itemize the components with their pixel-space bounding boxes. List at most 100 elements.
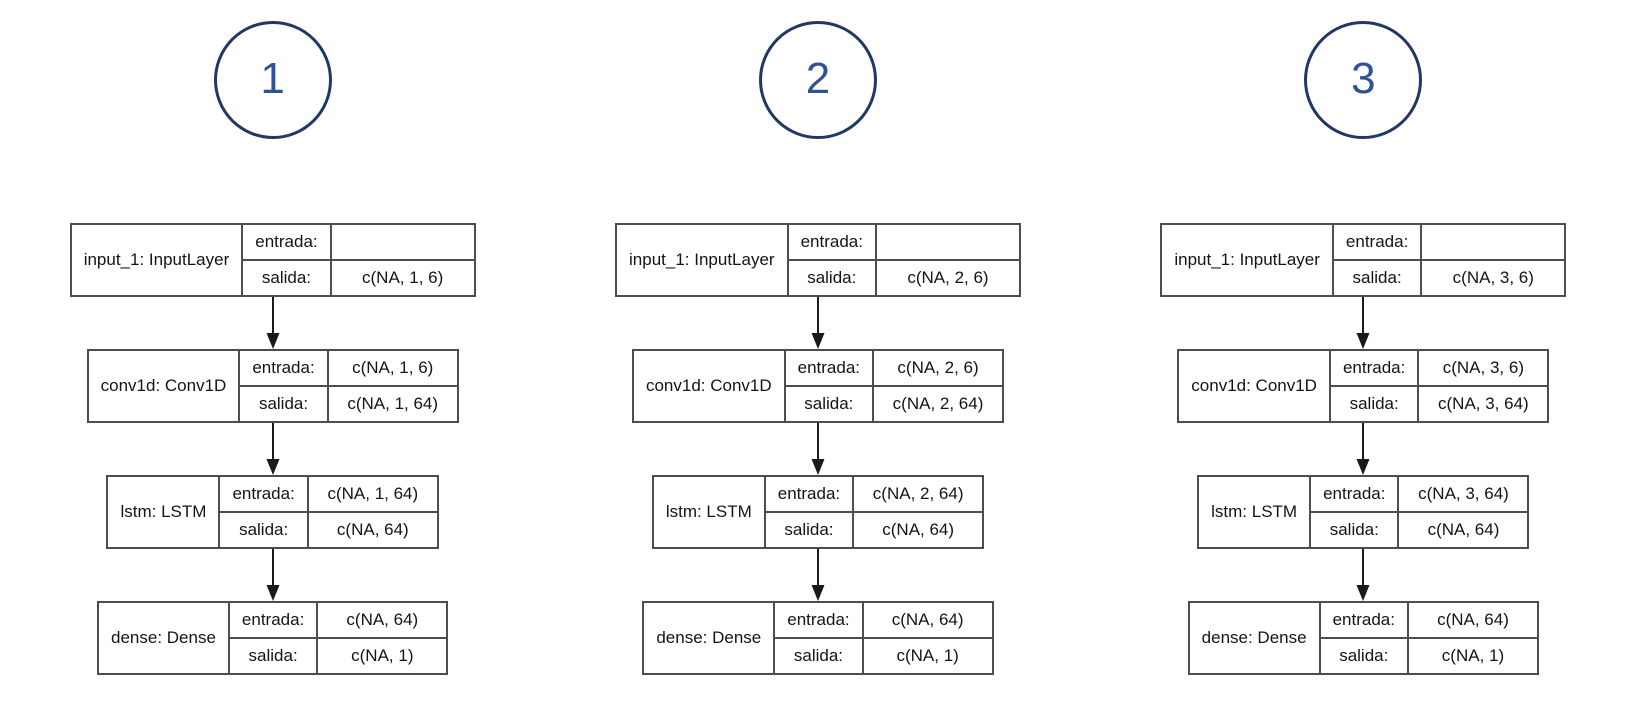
- flow-arrow-icon: [266, 423, 280, 475]
- flow-arrow-icon: [811, 297, 825, 349]
- layer-name-cell: input_1: InputLayer: [615, 223, 789, 297]
- table-row: lstm: LSTM entrada: c(NA, 1, 64): [106, 475, 439, 549]
- table-row: salida: c(NA, 1): [643, 637, 994, 675]
- table-row: input_1: InputLayer entrada:: [1160, 223, 1567, 297]
- salida-label-cell: salida:: [773, 637, 864, 675]
- entrada-label-cell: entrada:: [783, 349, 875, 387]
- layer-node-table: dense: Dense entrada: c(NA, 64) salida: …: [1187, 601, 1539, 675]
- step-number: 3: [1351, 54, 1376, 103]
- entrada-value-cell: c(NA, 3, 64): [1397, 475, 1530, 513]
- salida-value-cell: c(NA, 1): [1406, 637, 1539, 675]
- salida-label-cell: salida:: [1309, 511, 1400, 549]
- layer-node-table: conv1d: Conv1D entrada: c(NA, 1, 6) sali…: [86, 349, 459, 423]
- layer-node-table: lstm: LSTM entrada: c(NA, 3, 64) salida:…: [1197, 475, 1530, 549]
- entrada-value-cell: c(NA, 2, 64): [852, 475, 985, 513]
- salida-label-cell: salida:: [241, 259, 332, 297]
- layer-node-table: lstm: LSTM entrada: c(NA, 1, 64) salida:…: [106, 475, 439, 549]
- entrada-value-cell: c(NA, 64): [316, 601, 449, 639]
- salida-label-cell: salida:: [218, 511, 309, 549]
- flow-arrow-icon: [1356, 297, 1370, 349]
- layer-name-cell: conv1d: Conv1D: [86, 349, 241, 423]
- model-diagram-column: 2 input_1: InputLayer entrada: salida: c…: [545, 0, 1090, 721]
- table-row: dense: Dense entrada: c(NA, 64): [1187, 601, 1539, 675]
- layer-node-table: input_1: InputLayer entrada: salida: c(N…: [1160, 223, 1567, 297]
- table-row: salida: c(NA, 2, 6): [616, 259, 1021, 297]
- table-row: dense: Dense entrada: c(NA, 64): [642, 601, 994, 675]
- table-row: salida: c(NA, 64): [107, 511, 439, 549]
- entrada-value-cell: c(NA, 3, 6): [1417, 349, 1550, 387]
- entrada-value-cell: [874, 223, 1021, 261]
- entrada-value-cell: c(NA, 1, 64): [306, 475, 439, 513]
- flow-arrow-icon: [811, 423, 825, 475]
- entrada-label-cell: entrada:: [227, 601, 319, 639]
- salida-label-cell: salida:: [1328, 385, 1420, 423]
- table-row: lstm: LSTM entrada: c(NA, 2, 64): [651, 475, 985, 549]
- entrada-value-cell: c(NA, 64): [861, 601, 994, 639]
- salida-value-cell: c(NA, 2, 6): [874, 259, 1021, 297]
- layer-node-table: conv1d: Conv1D entrada: c(NA, 3, 6) sali…: [1177, 349, 1550, 423]
- entrada-value-cell: c(NA, 1, 6): [326, 349, 459, 387]
- entrada-value-cell: [329, 223, 476, 261]
- entrada-value-cell: c(NA, 2, 6): [872, 349, 1005, 387]
- layer-name-cell: lstm: LSTM: [651, 475, 766, 549]
- table-row: input_1: InputLayer entrada:: [69, 223, 476, 297]
- layer-stack: input_1: InputLayer entrada: salida: c(N…: [1160, 223, 1567, 675]
- salida-value-cell: c(NA, 2, 64): [872, 385, 1005, 423]
- step-number: 2: [805, 54, 831, 103]
- entrada-label-cell: entrada:: [1309, 475, 1400, 513]
- table-row: input_1: InputLayer entrada:: [615, 223, 1021, 297]
- table-row: conv1d: Conv1D entrada: c(NA, 1, 6): [86, 349, 459, 423]
- flow-arrow-icon: [266, 549, 280, 601]
- step-number: 1: [260, 54, 285, 103]
- salida-value-cell: c(NA, 1, 64): [326, 385, 459, 423]
- salida-value-cell: c(NA, 64): [852, 511, 985, 549]
- table-row: dense: Dense entrada: c(NA, 64): [97, 601, 449, 675]
- salida-label-cell: salida:: [1331, 259, 1423, 297]
- layer-name-cell: input_1: InputLayer: [69, 223, 244, 297]
- salida-label-cell: salida:: [238, 385, 329, 423]
- layer-name-cell: lstm: LSTM: [106, 475, 221, 549]
- entrada-label-cell: entrada:: [773, 601, 864, 639]
- table-row: salida: c(NA, 1): [98, 637, 449, 675]
- table-row: conv1d: Conv1D entrada: c(NA, 2, 6): [631, 349, 1005, 423]
- layer-name-cell: conv1d: Conv1D: [631, 349, 786, 423]
- step-badge-circle: 2: [758, 21, 877, 139]
- salida-value-cell: c(NA, 1): [861, 637, 994, 675]
- layer-node-table: lstm: LSTM entrada: c(NA, 2, 64) salida:…: [651, 475, 985, 549]
- table-row: salida: c(NA, 2, 64): [633, 385, 1005, 423]
- salida-value-cell: c(NA, 1): [316, 637, 449, 675]
- flow-arrow-icon: [811, 549, 825, 601]
- salida-value-cell: c(NA, 3, 64): [1417, 385, 1550, 423]
- layer-node-table: dense: Dense entrada: c(NA, 64) salida: …: [97, 601, 449, 675]
- entrada-value-cell: c(NA, 64): [1406, 601, 1539, 639]
- table-row: salida: c(NA, 1, 64): [88, 385, 459, 423]
- layer-name-cell: input_1: InputLayer: [1160, 223, 1334, 297]
- salida-label-cell: salida:: [786, 259, 877, 297]
- entrada-label-cell: entrada:: [1328, 349, 1420, 387]
- table-row: lstm: LSTM entrada: c(NA, 3, 64): [1197, 475, 1530, 549]
- salida-label-cell: salida:: [783, 385, 875, 423]
- salida-value-cell: c(NA, 3, 6): [1420, 259, 1567, 297]
- salida-value-cell: c(NA, 1, 6): [329, 259, 476, 297]
- entrada-label-cell: entrada:: [1331, 223, 1423, 261]
- entrada-label-cell: entrada:: [786, 223, 877, 261]
- layer-node-table: conv1d: Conv1D entrada: c(NA, 2, 6) sali…: [631, 349, 1005, 423]
- layer-name-cell: dense: Dense: [642, 601, 776, 675]
- layer-name-cell: lstm: LSTM: [1197, 475, 1312, 549]
- entrada-label-cell: entrada:: [218, 475, 309, 513]
- table-row: conv1d: Conv1D entrada: c(NA, 3, 6): [1177, 349, 1550, 423]
- step-badge-circle: 3: [1304, 21, 1423, 139]
- layer-stack: input_1: InputLayer entrada: salida: c(N…: [69, 223, 476, 675]
- entrada-label-cell: entrada:: [763, 475, 855, 513]
- salida-label-cell: salida:: [763, 511, 855, 549]
- table-row: salida: c(NA, 3, 64): [1178, 385, 1550, 423]
- layer-stack: input_1: InputLayer entrada: salida: c(N…: [615, 223, 1021, 675]
- entrada-label-cell: entrada:: [1318, 601, 1409, 639]
- salida-label-cell: salida:: [1318, 637, 1409, 675]
- table-row: salida: c(NA, 64): [1198, 511, 1530, 549]
- entrada-label-cell: entrada:: [238, 349, 329, 387]
- model-diagram-column: 3 input_1: InputLayer entrada: salida: c…: [1091, 0, 1636, 721]
- table-row: salida: c(NA, 64): [653, 511, 985, 549]
- layer-node-table: input_1: InputLayer entrada: salida: c(N…: [615, 223, 1021, 297]
